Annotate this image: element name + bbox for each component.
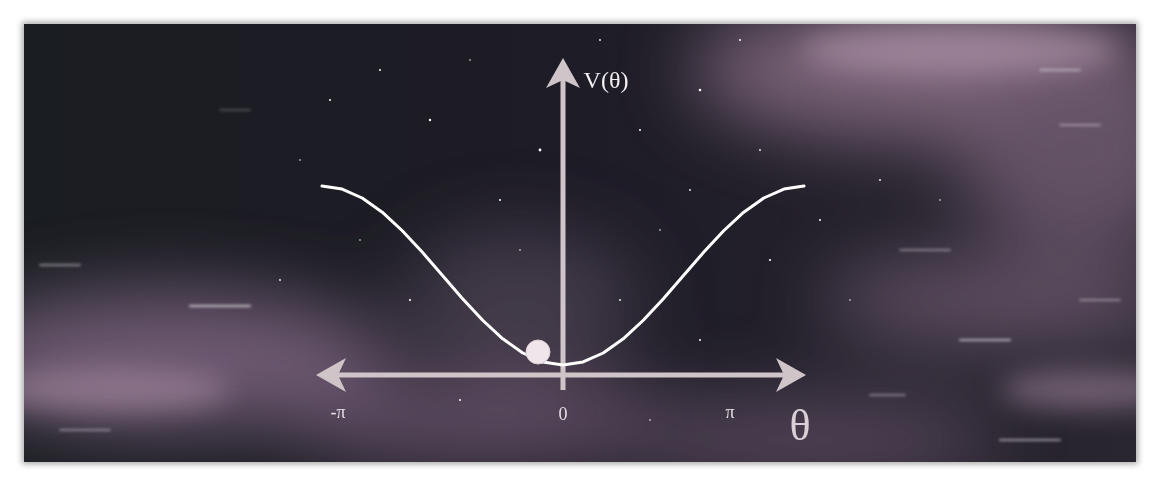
space-background (24, 24, 1136, 462)
tick-label: π (725, 403, 734, 421)
potential-curve (322, 186, 804, 365)
ball (526, 340, 550, 364)
tick-label: 0 (559, 405, 568, 423)
stars (279, 39, 941, 421)
axis-title: V(θ) (584, 68, 629, 92)
tick-label: -π (330, 403, 345, 421)
axis-title: θ (789, 404, 810, 448)
axis-arrowheads (316, 58, 806, 392)
